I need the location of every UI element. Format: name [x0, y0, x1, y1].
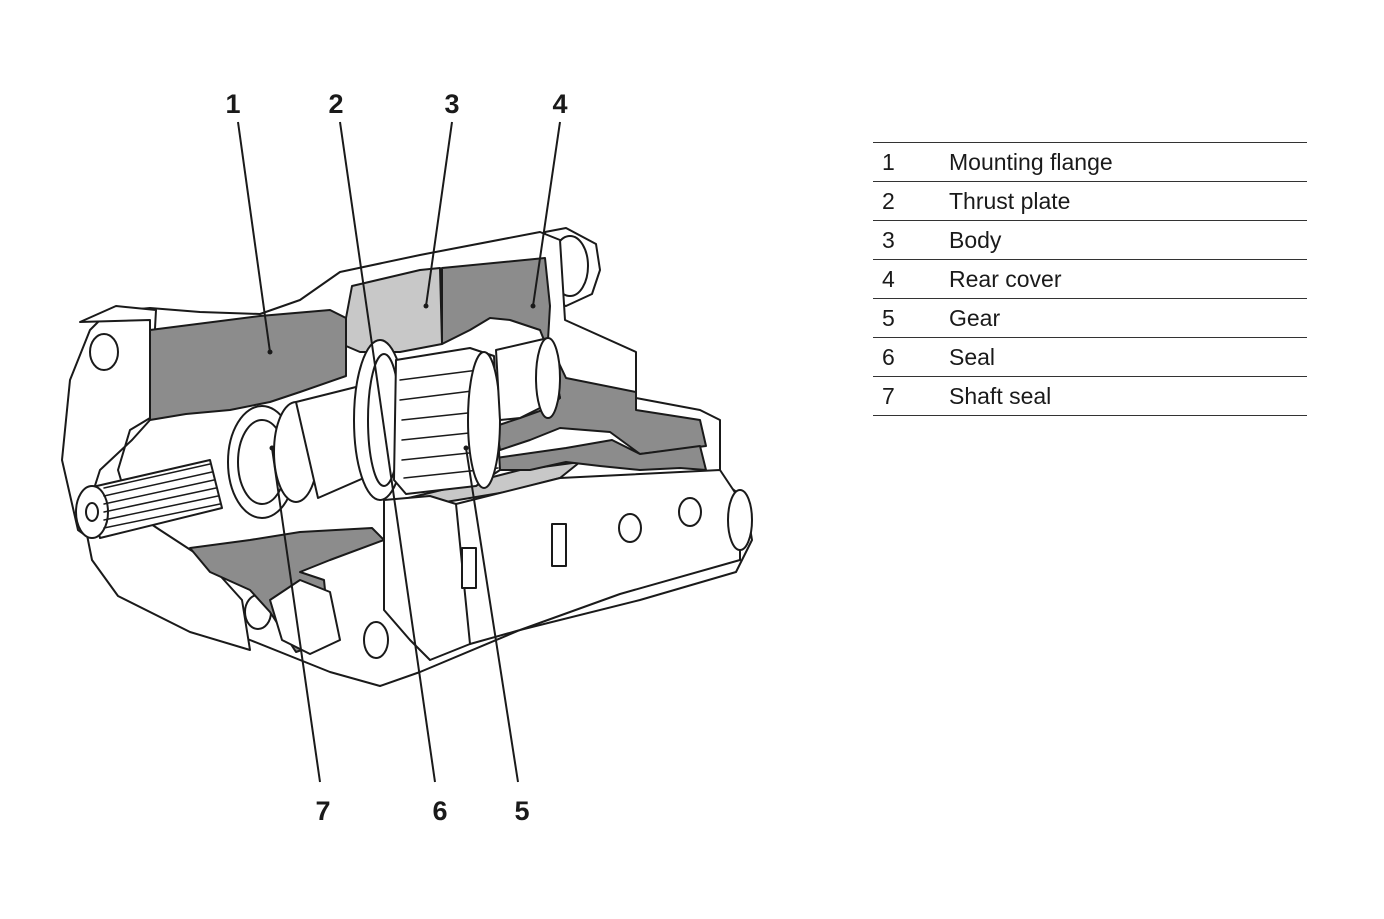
leader-dot-5	[463, 445, 469, 451]
pump-drawing	[61, 227, 753, 687]
rear-lug	[727, 489, 753, 551]
legend-number: 5	[882, 304, 895, 331]
section-rear-lower	[495, 439, 707, 471]
spline-lines	[103, 463, 221, 529]
leader-line-5	[465, 447, 519, 783]
callout-3: 3	[444, 89, 459, 119]
legend-number: 3	[882, 226, 895, 253]
legend-number: 7	[882, 382, 895, 409]
rear-lower-block	[455, 469, 741, 645]
legend-label: Seal	[949, 343, 996, 370]
legend-label: Thrust plate	[949, 187, 1071, 214]
callout-numbers: 1 2 3 4 7 6 5	[225, 89, 567, 826]
body-slot-2	[551, 523, 567, 567]
leader-line-2	[339, 121, 436, 783]
legend-label: Gear	[949, 304, 1001, 331]
leader-dot-3	[423, 303, 429, 309]
leader-line-3	[425, 121, 453, 307]
lower-flange-lug	[269, 579, 341, 655]
legend-label: Mounting flange	[949, 148, 1113, 175]
callout-6: 6	[432, 796, 447, 826]
leader-line-7	[271, 447, 321, 783]
port-hole-3	[678, 497, 702, 527]
legend-number: 6	[882, 343, 895, 370]
callout-1: 1	[225, 89, 240, 119]
gear-teeth	[399, 367, 499, 479]
legend-number: 4	[882, 265, 895, 292]
callout-4: 4	[552, 89, 567, 119]
seal-ring	[467, 351, 501, 489]
leader-dots	[267, 303, 536, 451]
shaft-center-bore	[85, 502, 99, 522]
rear-journal-end	[535, 337, 561, 419]
legend-row: 1 Mounting flange	[873, 143, 1307, 182]
legend-number: 2	[882, 187, 895, 214]
port-hole-2	[618, 513, 642, 543]
leader-dot-1	[267, 349, 273, 355]
leader-dot-4	[530, 303, 536, 309]
port-hole-1	[363, 621, 389, 659]
leader-line-4	[532, 121, 561, 307]
callout-7: 7	[315, 796, 330, 826]
legend-row: 7 Shaft seal	[873, 377, 1307, 416]
legend-label: Rear cover	[949, 265, 1062, 292]
legend-label: Shaft seal	[949, 382, 1052, 409]
legend-label: Body	[949, 226, 1002, 253]
legend-number: 1	[882, 148, 895, 175]
callout-2: 2	[328, 89, 343, 119]
legend-row: 6 Seal	[873, 338, 1307, 377]
callout-5: 5	[514, 796, 529, 826]
section-mounting-flange	[149, 309, 347, 421]
legend-row: 2 Thrust plate	[873, 182, 1307, 221]
leader-line-1	[237, 121, 271, 353]
legend-row: 3 Body	[873, 221, 1307, 260]
section-rear-cover	[441, 257, 707, 455]
leader-lines	[237, 121, 561, 783]
legend-row: 4 Rear cover	[873, 260, 1307, 299]
leader-dot-7	[269, 445, 275, 451]
parts-legend-table: 1 Mounting flange 2 Thrust plate 3 Body …	[873, 142, 1307, 416]
legend-row: 5 Gear	[873, 299, 1307, 338]
body-slot-1	[461, 547, 477, 589]
flange-bolt-hole-top	[89, 333, 119, 371]
